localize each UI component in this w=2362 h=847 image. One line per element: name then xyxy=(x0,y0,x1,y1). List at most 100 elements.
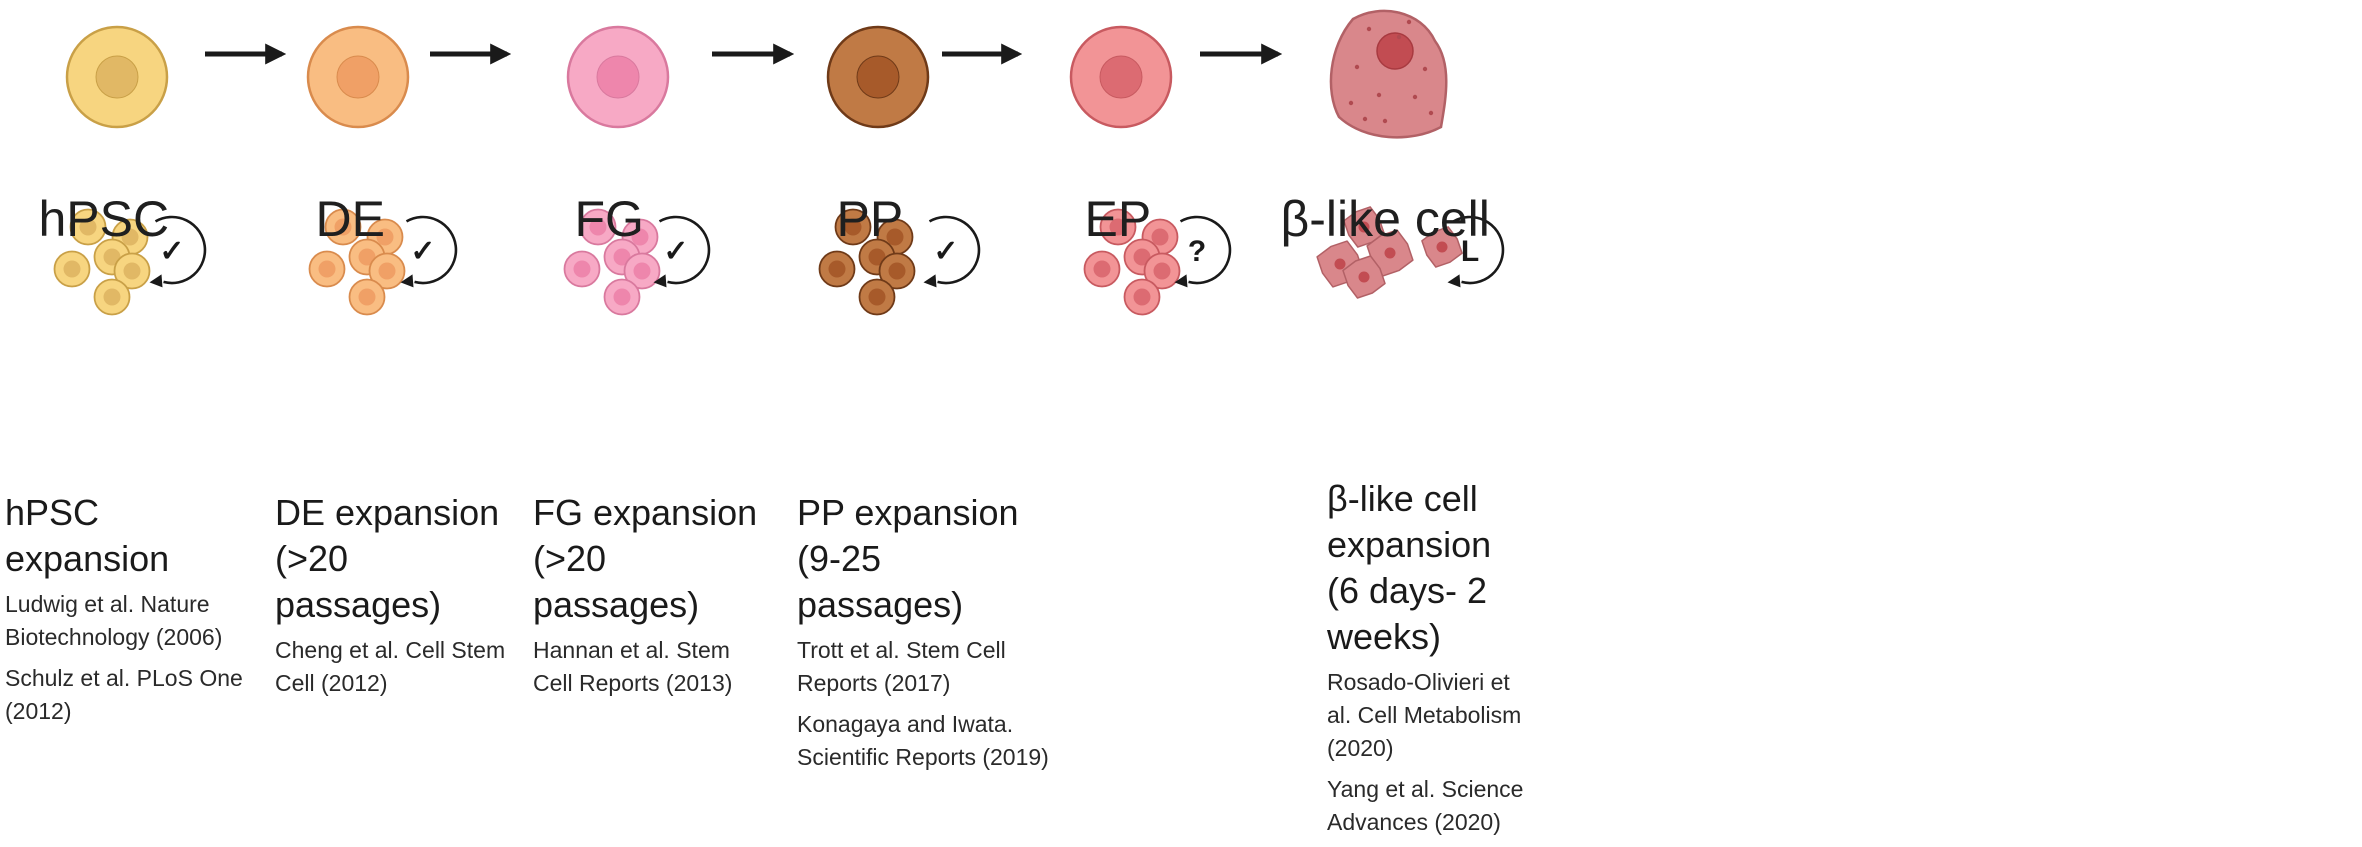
expansion-column-beta: β-like cell expansion (6 days- 2 weeks) R… xyxy=(1327,476,1527,847)
expansion-cycle-pp: ✓ xyxy=(923,215,981,288)
reference: Cheng et al. Cell Stem Cell (2012) xyxy=(275,637,506,696)
expansion-cycle-fg: ✓ xyxy=(653,215,711,288)
cluster-nucleus xyxy=(103,288,121,306)
granule xyxy=(1396,34,1402,40)
expansion-column-de: DE expansion (>20 passages) Cheng et al. … xyxy=(275,490,515,708)
expansion-title: hPSC expansion xyxy=(5,492,170,579)
cycle-arc xyxy=(658,215,711,285)
granule xyxy=(1348,100,1354,106)
cell-ep xyxy=(1069,25,1173,129)
beta-nucleus xyxy=(1334,258,1346,270)
reference: Konagaya and Iwata. Scientific Reports (… xyxy=(797,711,1049,770)
cluster-nucleus xyxy=(123,262,141,280)
beta-nucleus xyxy=(1436,241,1448,253)
reference: Schulz et al. PLoS One (2012) xyxy=(5,665,243,724)
stage-label-hpsc: hPSC xyxy=(38,191,170,247)
cluster-nucleus xyxy=(121,228,139,246)
cell-de xyxy=(306,25,410,129)
expansion-title: PP expansion (9-25 passages) xyxy=(797,492,1019,625)
cluster-nucleus xyxy=(828,260,846,278)
granule xyxy=(1354,64,1360,70)
cycle-arc xyxy=(154,215,207,285)
cluster-ep xyxy=(1083,208,1181,316)
cell-beta xyxy=(1329,9,1448,139)
reference: Trott et al. Stem Cell Reports (2017) xyxy=(797,637,1006,696)
cycle-arc xyxy=(1452,215,1505,285)
expansion-title: FG expansion (>20 passages) xyxy=(533,492,758,625)
cell-nucleus xyxy=(1376,32,1414,70)
cluster-nucleus xyxy=(633,262,651,280)
cluster-nucleus xyxy=(1153,262,1171,280)
cluster-nucleus xyxy=(613,248,631,266)
expansion-cycle-beta: L xyxy=(1447,215,1505,288)
granule xyxy=(1428,110,1434,116)
cluster-beta xyxy=(1316,206,1463,299)
cycle-arrowhead xyxy=(149,274,163,288)
cycle-symbol: L xyxy=(1461,235,1479,268)
cluster-nucleus xyxy=(868,248,886,266)
cluster-nucleus xyxy=(63,260,81,278)
cluster-nucleus xyxy=(318,260,336,278)
granule xyxy=(1412,94,1418,100)
cluster-nucleus xyxy=(631,228,649,246)
cell-membrane xyxy=(1329,9,1448,139)
granule xyxy=(1406,19,1412,25)
differentiation-diagram: ✓✓✓✓?L xyxy=(53,9,1505,316)
cluster-nucleus xyxy=(79,218,97,236)
cell-hpsc xyxy=(65,25,169,129)
beta-nucleus xyxy=(1358,221,1370,233)
granule xyxy=(1376,92,1382,98)
beta-nucleus xyxy=(1384,247,1396,259)
cluster-nucleus xyxy=(886,228,904,246)
cluster-nucleus xyxy=(844,218,862,236)
cell-nucleus xyxy=(596,55,640,99)
expansion-title: DE expansion (>20 passages) xyxy=(275,492,500,625)
cluster-nucleus xyxy=(376,228,394,246)
cycle-arrowhead xyxy=(1174,274,1188,288)
cluster-nucleus xyxy=(1133,288,1151,306)
cluster-nucleus xyxy=(1151,228,1169,246)
cluster-pp xyxy=(818,208,916,316)
stage-label-de: DE xyxy=(315,191,385,247)
cycle-arrowhead xyxy=(923,274,937,288)
granule xyxy=(1366,26,1372,32)
cell-nucleus xyxy=(1099,55,1143,99)
stage-label-pp: PP xyxy=(836,191,904,247)
stage-label-fg: FG xyxy=(574,191,644,247)
reference: Hannan et al. Stem Cell Reports (2013) xyxy=(533,637,733,696)
cycle-symbol: ✓ xyxy=(933,235,958,268)
cell-nucleus xyxy=(95,55,139,99)
cycle-arrowhead xyxy=(1447,274,1461,288)
cycle-symbol: ✓ xyxy=(663,235,688,268)
expansion-title: β-like cell expansion (6 days- 2 weeks) xyxy=(1327,478,1492,657)
cycle-arrowhead xyxy=(653,274,667,288)
expansion-column-fg: FG expansion (>20 passages) Hannan et al.… xyxy=(533,490,773,708)
expansion-cycle-hpsc: ✓ xyxy=(149,215,207,288)
cell-nucleus xyxy=(856,55,900,99)
cycle-symbol: ? xyxy=(1188,235,1206,268)
cluster-nucleus xyxy=(103,248,121,266)
cluster-nucleus xyxy=(1093,260,1111,278)
granule xyxy=(1362,116,1368,122)
cluster-nucleus xyxy=(358,288,376,306)
reference: Rosado-Olivieri et al. Cell Metabolism (… xyxy=(1327,669,1522,761)
stage-label-beta: β-like cell xyxy=(1280,191,1490,247)
cycle-arc xyxy=(405,215,458,285)
cluster-nucleus xyxy=(888,262,906,280)
stage-label-ep: EP xyxy=(1084,191,1152,247)
granule xyxy=(1382,118,1388,124)
cell-pp xyxy=(826,25,930,129)
cycle-arc xyxy=(928,215,981,285)
cluster-hpsc xyxy=(53,208,151,316)
expansion-cycle-ep: ? xyxy=(1174,215,1232,288)
reference: Ludwig et al. Nature Biotechnology (2006… xyxy=(5,591,223,650)
cycle-symbol: ✓ xyxy=(159,235,184,268)
cluster-nucleus xyxy=(1133,248,1151,266)
cluster-nucleus xyxy=(334,218,352,236)
cycle-arrowhead xyxy=(400,274,414,288)
cluster-nucleus xyxy=(378,262,396,280)
expansion-column-pp: PP expansion (9-25 passages) Trott et al.… xyxy=(797,490,1057,782)
cluster-fg xyxy=(563,208,661,316)
cluster-nucleus xyxy=(358,248,376,266)
